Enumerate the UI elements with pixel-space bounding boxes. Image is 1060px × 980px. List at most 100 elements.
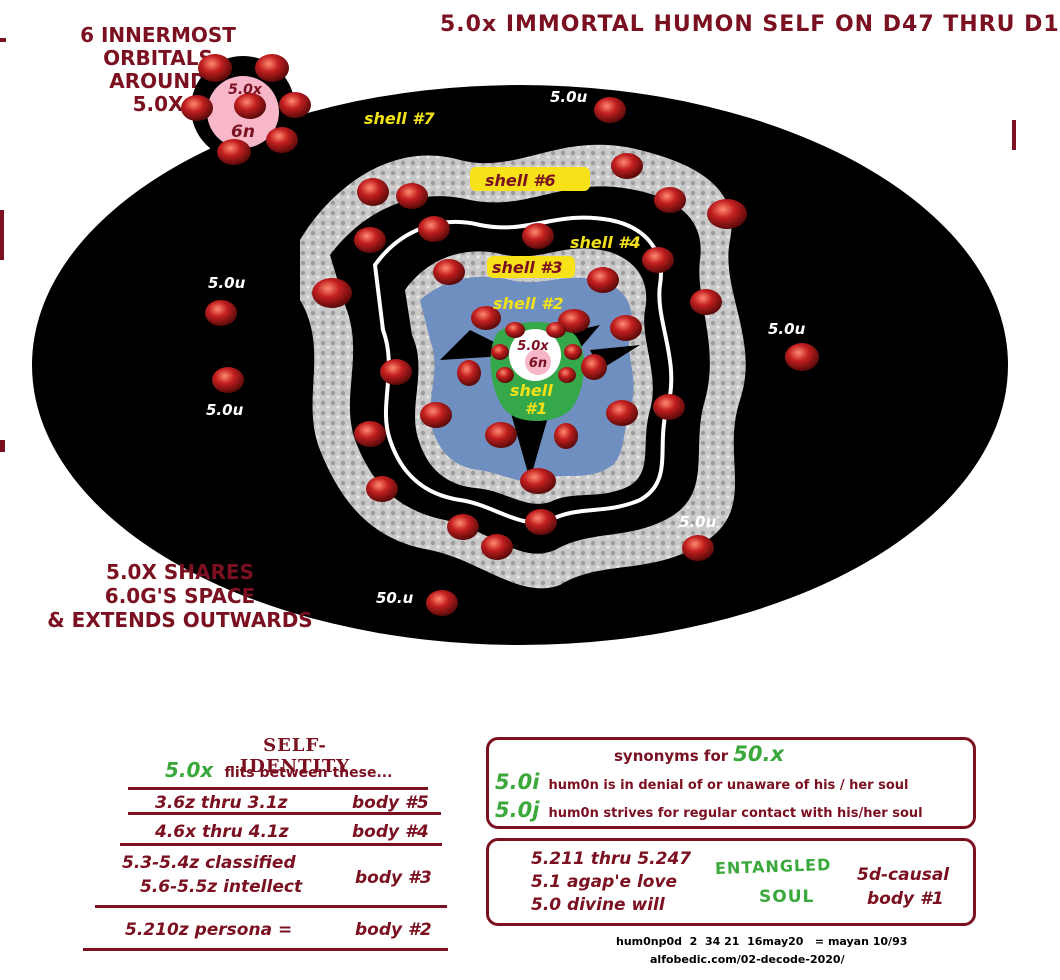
orb [433, 259, 465, 285]
orbitals-center-top: 5.0x [228, 82, 263, 98]
divider-line [120, 843, 442, 846]
orb [558, 309, 590, 333]
orb [181, 95, 213, 121]
u-label-right: 5.0u [768, 320, 806, 338]
orb [426, 590, 458, 616]
orb [205, 300, 237, 326]
synonym-row: 5.0i hum0n is in denial of or unaware of… [495, 770, 908, 794]
shell-6-highlight [470, 167, 590, 191]
orb [418, 216, 450, 242]
orbs [181, 54, 819, 616]
footer-url: alfobedic.com/02-decode-2020/ [650, 953, 845, 966]
soul-line: 5.1 agap'e love [531, 872, 678, 892]
orb [447, 514, 479, 540]
orb [546, 322, 566, 338]
shares-line: & EXTENDS OUTWARDS [47, 608, 313, 632]
identity-row-left: 4.6x thru 4.1z [155, 822, 289, 842]
orb [520, 468, 556, 494]
shares-line: 5.0X SHARES [106, 560, 254, 584]
edge-mark [0, 440, 5, 452]
orb [690, 289, 722, 315]
orb [564, 344, 582, 360]
divider-line [128, 812, 441, 815]
synonyms-heading: synonyms for 50.x [614, 742, 784, 766]
shell-diagram: 5.0x 6n 5.0x 6n shell #7 shell #6 shell … [32, 54, 1008, 645]
orb [198, 54, 232, 82]
synonyms-box: synonyms for 50.x 5.0i hum0n is in denia… [486, 737, 976, 829]
orb [587, 267, 619, 293]
orb [594, 97, 626, 123]
orbitals-line: 6 INNERMOST [80, 23, 236, 47]
causal-label: 5d-causal [857, 865, 950, 885]
shell-4-label: shell #4 [570, 233, 641, 252]
shell-gap-wedge [510, 410, 550, 480]
orb [611, 153, 643, 179]
orb [255, 54, 289, 82]
u-label-bottom-right: 5.0u [679, 513, 717, 531]
divider-line [128, 787, 428, 790]
edge-mark [1012, 120, 1016, 150]
orb [420, 402, 452, 428]
self-identity-lead: 5.0x flits between these... [165, 758, 392, 782]
self-identity-heading: SELF-IDENTITY [239, 735, 351, 777]
orbitals-line: AROUND [109, 69, 207, 93]
orb [642, 247, 674, 273]
orb [481, 534, 513, 560]
identity-row-left: 3.6z thru 3.1z [155, 793, 288, 813]
synonyms-heading-value: 50.x [733, 742, 784, 766]
shell-3-label: shell #3 [492, 258, 563, 277]
orb [234, 93, 266, 119]
orb [396, 183, 428, 209]
orb [610, 315, 642, 341]
orbitals-caption: 6 INNERMOST ORBITALS AROUND 5.0X [68, 24, 248, 116]
orbitals-line: ORBITALS [103, 46, 213, 70]
synonym-text: hum0n is in denial of or unaware of his … [548, 778, 909, 793]
synonyms-heading-text: synonyms for [614, 747, 729, 765]
orbitals-center-bottom: 6n [231, 122, 255, 142]
synonym-code: 5.0i [495, 770, 540, 794]
shell-7-label: shell #7 [364, 109, 435, 128]
footer-code: hum0np0d 2 34 21 16may20 = mayan 10/93 [616, 935, 908, 948]
identity-row-left-2: 5.6-5.5z intellect [140, 877, 303, 897]
shares-caption: 5.0X SHARES 6.0G'S SPACE & EXTENDS OUTWA… [30, 560, 330, 632]
orb [496, 367, 514, 383]
core-top-label: 5.0x [517, 339, 549, 354]
orb [485, 422, 517, 448]
orb [525, 509, 557, 535]
soul-line: 5.0 divine will [531, 895, 665, 915]
orb [279, 92, 311, 118]
soul-label: SOUL [759, 887, 815, 907]
core-inner [525, 349, 551, 375]
orb [558, 367, 576, 383]
divider-line [95, 905, 447, 908]
orb [682, 535, 714, 561]
core-bottom-label: 6n [529, 356, 547, 371]
identity-row-right: body #3 [355, 868, 432, 888]
orb [457, 360, 481, 386]
orb [357, 178, 389, 206]
shell-1-number: #1 [525, 399, 547, 418]
orb [266, 127, 298, 153]
u-label-left2: 5.0u [206, 401, 244, 419]
page-title: 5.0x IMMORTAL HUMON SELF ON D47 THRU D1 [440, 12, 1060, 37]
body-1-label: body #1 [867, 889, 944, 909]
orb [354, 421, 386, 447]
shell-3-highlight [487, 256, 575, 278]
shell-2-label: shell #2 [493, 294, 564, 313]
orb [366, 476, 398, 502]
shell-1-label: shell [510, 381, 553, 400]
orb [554, 423, 578, 449]
shell-6-label: shell #6 [485, 171, 556, 190]
synonym-code: 5.0j [495, 798, 540, 822]
orb [654, 187, 686, 213]
orb [312, 278, 352, 308]
orb [212, 367, 244, 393]
soul-line: 5.211 thru 5.247 [531, 849, 692, 869]
orb [606, 400, 638, 426]
edge-mark [0, 210, 4, 260]
self-identity-lead-text: flits between these... [224, 765, 393, 781]
edge-mark [0, 38, 6, 42]
shares-line: 6.0G'S SPACE [104, 584, 256, 608]
identity-row-right: body #4 [352, 822, 429, 842]
soul-box: 5.211 thru 5.247 5.1 agap'e love 5.0 div… [486, 838, 976, 926]
